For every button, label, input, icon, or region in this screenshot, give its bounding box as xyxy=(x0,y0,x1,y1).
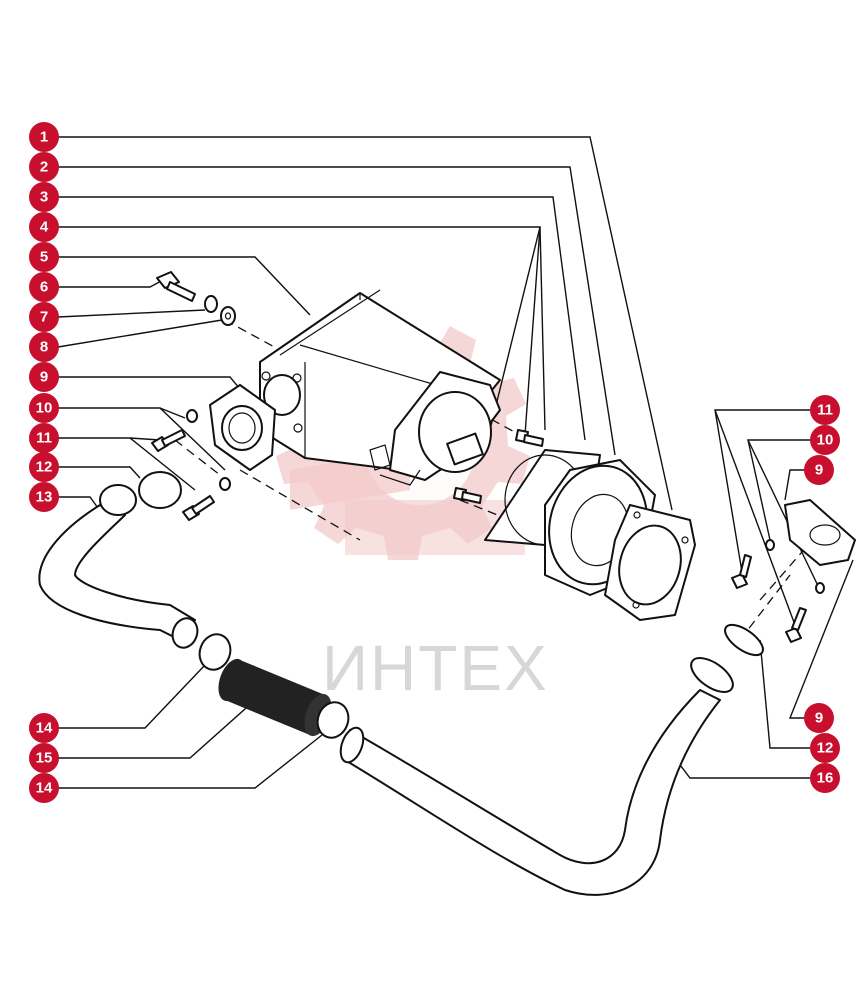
svg-text:15: 15 xyxy=(36,750,53,767)
gasket-and-adapter xyxy=(484,449,696,621)
svg-text:6: 6 xyxy=(40,279,48,296)
svg-text:14: 14 xyxy=(36,720,53,737)
callout-2: 2 xyxy=(29,152,59,182)
callout-8: 8 xyxy=(29,332,59,362)
watermark-text: ИНТЕХ xyxy=(322,632,549,704)
svg-text:3: 3 xyxy=(40,189,48,206)
svg-text:4: 4 xyxy=(40,219,49,236)
callout-4: 4 xyxy=(29,212,59,242)
bolts-washers xyxy=(151,271,544,521)
o-ring-left xyxy=(138,471,182,509)
callout-11-right: 11 xyxy=(810,395,840,425)
callout-14-lower: 14 xyxy=(29,773,59,803)
svg-text:11: 11 xyxy=(817,402,833,419)
svg-text:8: 8 xyxy=(40,339,48,356)
svg-text:12: 12 xyxy=(36,459,53,476)
callout-12-left: 12 xyxy=(29,452,59,482)
clamps-14 xyxy=(198,633,350,739)
svg-text:1: 1 xyxy=(40,129,48,146)
svg-text:9: 9 xyxy=(815,710,823,727)
callout-3: 3 xyxy=(29,182,59,212)
svg-text:9: 9 xyxy=(815,462,823,479)
svg-text:7: 7 xyxy=(40,309,48,326)
svg-text:12: 12 xyxy=(817,740,834,757)
callout-12-right: 12 xyxy=(810,733,840,763)
callout-7: 7 xyxy=(29,302,59,332)
svg-text:16: 16 xyxy=(817,770,834,787)
svg-text:10: 10 xyxy=(817,432,834,449)
svg-text:11: 11 xyxy=(36,430,52,447)
flange-left xyxy=(209,384,276,471)
svg-text:2: 2 xyxy=(40,159,48,176)
callout-11-left: 11 xyxy=(29,423,59,453)
callout-9-left: 9 xyxy=(29,362,59,392)
svg-text:14: 14 xyxy=(36,780,53,797)
callout-9-right-upper: 9 xyxy=(804,455,834,485)
callout-5: 5 xyxy=(29,242,59,272)
right-fittings xyxy=(724,499,856,657)
callout-13: 13 xyxy=(29,482,59,512)
pump-housing xyxy=(259,289,501,486)
callout-15: 15 xyxy=(29,743,59,773)
callout-14-upper: 14 xyxy=(29,713,59,743)
svg-text:5: 5 xyxy=(40,249,48,266)
callout-16: 16 xyxy=(810,763,840,793)
svg-text:10: 10 xyxy=(36,400,53,417)
callout-10-right: 10 xyxy=(810,425,840,455)
pipe-16 xyxy=(339,657,734,896)
callout-10-left: 10 xyxy=(29,393,59,423)
svg-text:9: 9 xyxy=(40,369,48,386)
pipe-13 xyxy=(38,484,199,649)
callout-6: 6 xyxy=(29,272,59,302)
callout-9-right-lower: 9 xyxy=(804,703,834,733)
callout-1: 1 xyxy=(29,122,59,152)
svg-text:13: 13 xyxy=(36,489,53,506)
leader-lines-right xyxy=(664,409,854,779)
